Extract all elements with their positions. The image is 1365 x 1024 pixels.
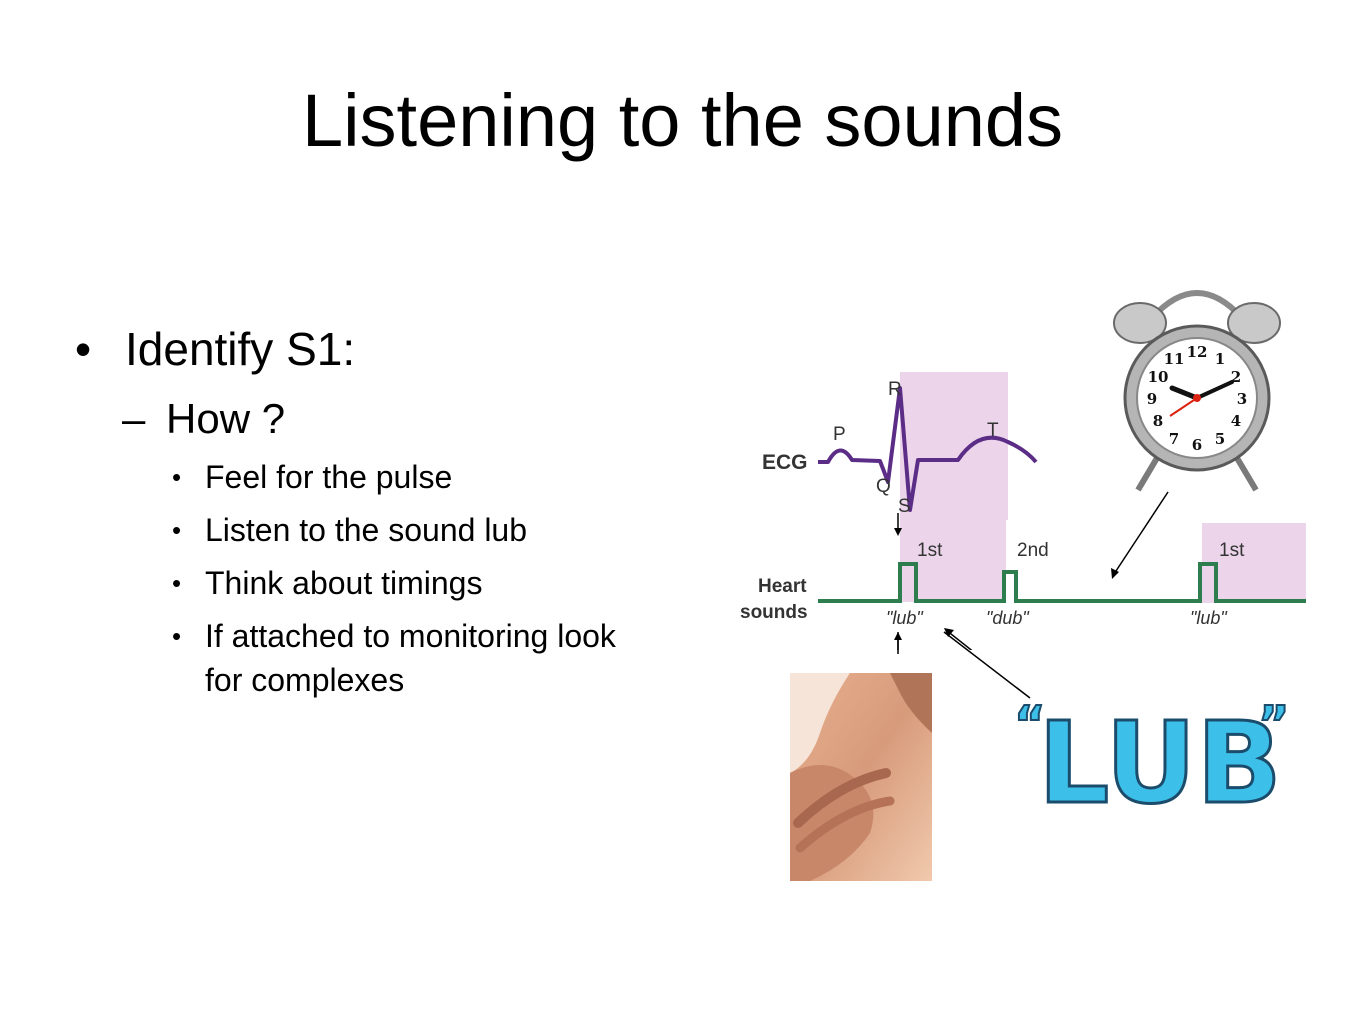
bullet-list: • Identify S1: – How ? • Feel for the pu… — [75, 323, 616, 698]
wave-p-label: P — [833, 424, 846, 445]
lub-quote-left: “ — [1014, 696, 1046, 752]
sound-name-lub-2: "lub" — [1190, 608, 1228, 628]
list-item-text: If attached to monitoring look for compl… — [205, 618, 616, 698]
list-item-text: Feel for the pulse — [205, 459, 453, 495]
svg-text:10: 10 — [1148, 368, 1169, 386]
dash-marker: – — [122, 395, 146, 442]
svg-text:6: 6 — [1192, 436, 1202, 454]
ecg-label: ECG — [762, 451, 808, 474]
bullet-marker: • — [75, 323, 92, 375]
svg-text:8: 8 — [1153, 412, 1163, 430]
svg-text:1: 1 — [1215, 350, 1225, 368]
svg-text:11: 11 — [1164, 350, 1185, 368]
ecg-heart-sounds-diagram: ECG P R Q S T Heart sounds 1st 2nd 1st "… — [740, 372, 1306, 650]
lub-illustration: LUB “ ” — [1013, 695, 1291, 820]
clock-arrow — [1113, 491, 1169, 575]
svg-text:9: 9 — [1147, 390, 1157, 408]
sound-marker-third: 1st — [1219, 540, 1245, 561]
heart-label-line2: sounds — [740, 602, 808, 623]
list-item-text: Listen to the sound lub — [205, 512, 528, 548]
arrow-head — [1111, 568, 1119, 579]
wave-s-label: S — [898, 496, 911, 517]
list-item-text: Think about timings — [205, 565, 483, 601]
svg-text:5: 5 — [1215, 430, 1225, 448]
connector-arrows — [897, 631, 1031, 699]
wave-t-label: T — [987, 420, 999, 441]
sound-name-dub: "dub" — [986, 608, 1030, 628]
sound-marker-second: 2nd — [1017, 540, 1049, 561]
svg-text:4: 4 — [1231, 412, 1241, 430]
alarm-clock-icon: 12 1 2 3 4 5 6 7 8 9 10 11 — [1113, 290, 1281, 492]
lub-quote-right: ” — [1258, 696, 1290, 752]
highlight-band-ecg — [900, 372, 1008, 520]
bullet-text: Identify S1: — [125, 323, 356, 375]
lub-arrow — [945, 629, 973, 650]
ecg-trace — [818, 386, 1038, 512]
svg-text:12: 12 — [1187, 343, 1208, 361]
wave-r-label: R — [888, 379, 902, 400]
arrow-head — [944, 628, 954, 637]
heart-label-line1: Heart — [758, 576, 807, 597]
wave-q-label: Q — [876, 476, 891, 497]
svg-text:7: 7 — [1169, 430, 1179, 448]
sound-name-lub: "lub" — [886, 608, 924, 628]
heart-sound-trace — [818, 562, 1306, 603]
svg-text:3: 3 — [1237, 390, 1247, 408]
slide-title: Listening to the sounds — [301, 79, 1064, 162]
arrow-head — [894, 528, 902, 536]
lub-text: LUB — [1038, 699, 1282, 820]
highlight-band-third — [1202, 523, 1306, 603]
sub-bullet-text: How ? — [166, 395, 286, 442]
svg-text:2: 2 — [1231, 368, 1241, 386]
neck-pulse-photo — [790, 673, 932, 881]
sound-marker-first: 1st — [917, 540, 943, 561]
